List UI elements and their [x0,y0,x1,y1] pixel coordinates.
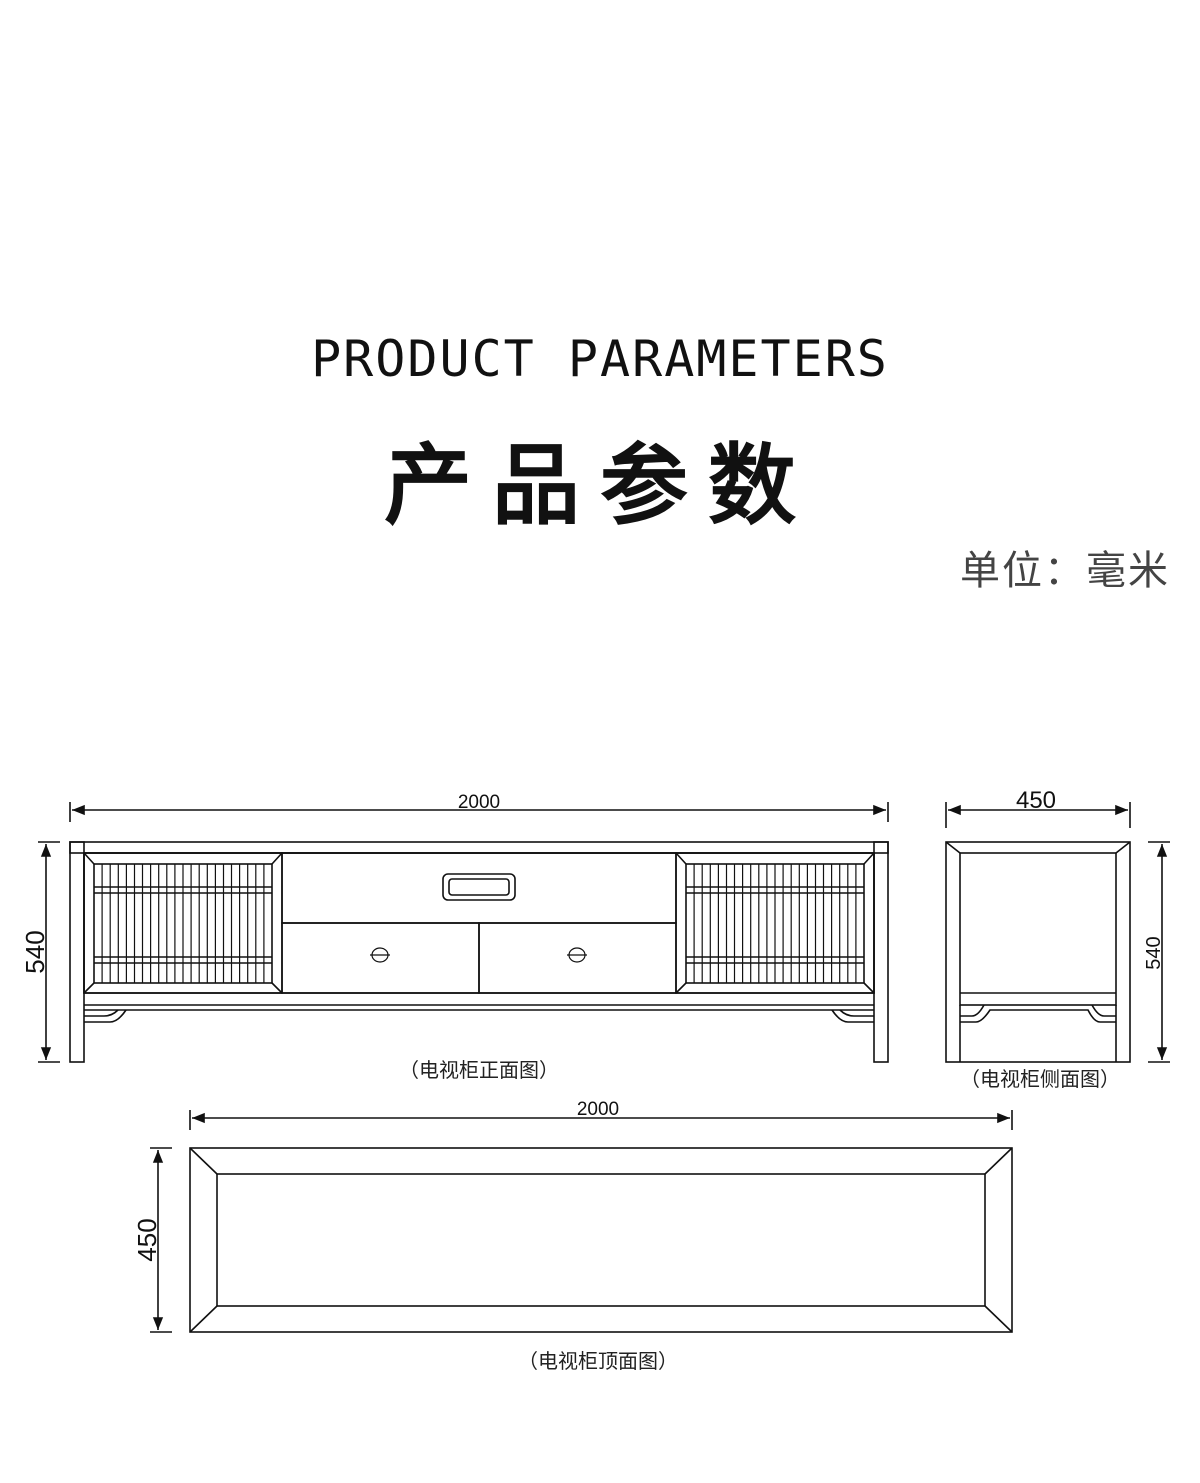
top-inner-panel [216,1173,986,1307]
side-depth-label: 450 [1016,787,1056,814]
front-top-drawer-pull [442,873,516,901]
front-apron-right [831,1009,874,1023]
side-depth-dimension [945,802,1131,828]
front-width-dimension [69,802,889,822]
top-depth-dimension [150,1147,172,1333]
front-left-drawer-knob [370,947,390,963]
side-view [945,802,1170,1063]
front-view [38,802,889,1063]
side-view-caption: （电视柜侧面图） [960,1067,1120,1091]
front-left-post [69,841,85,1063]
top-view-caption: （电视柜顶面图） [518,1349,678,1373]
front-right-drawer [478,922,677,994]
unit-label: 单位：毫米 [960,548,1170,594]
front-top-drawer [281,852,677,924]
title-cn: 产品参数 [383,434,816,537]
front-left-drawer [281,922,480,994]
front-height-dimension [38,841,60,1063]
front-right-post [873,841,889,1063]
top-outer-frame [189,1147,1013,1333]
top-width-dimension [189,1110,1013,1130]
front-apron-left [84,1009,127,1023]
front-left-slats [101,864,265,983]
front-height-label: 540 [20,930,50,973]
front-right-slats [693,864,857,983]
front-view-caption: （电视柜正面图） [399,1058,559,1082]
top-width-label: 2000 [577,1099,619,1120]
front-right-drawer-knob [567,947,587,963]
side-height-dimension [1148,841,1170,1063]
top-view [150,1110,1013,1333]
front-width-label: 2000 [458,792,500,813]
title-en: PRODUCT PARAMETERS [311,330,889,388]
top-depth-label: 450 [132,1218,162,1261]
side-height-label: 540 [1143,936,1165,969]
front-top-panel [69,841,889,854]
